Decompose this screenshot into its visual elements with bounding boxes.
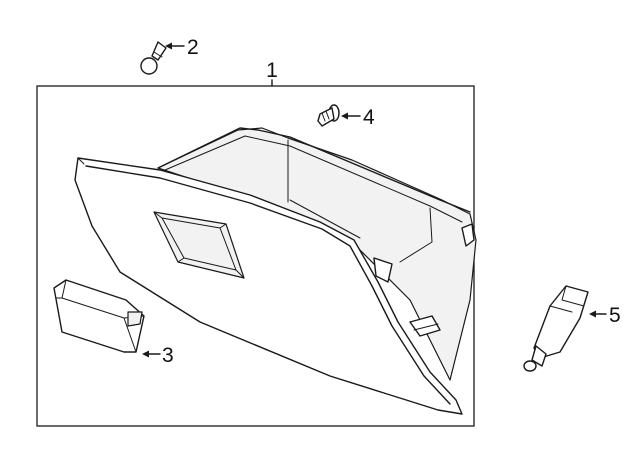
- callout-5-label: 5: [609, 304, 621, 327]
- callout-3-label: 3: [162, 344, 174, 367]
- lamp-socket-part: [523, 285, 589, 372]
- screw-part: [317, 104, 340, 127]
- bulb-part: [140, 41, 167, 75]
- callout-4-arrow: [341, 112, 348, 120]
- callout-5-arrow: [589, 310, 596, 318]
- callout-2-label: 2: [187, 36, 199, 59]
- callout-1-label: 1: [266, 59, 278, 82]
- callout-4-label: 4: [363, 106, 375, 129]
- glove-box-part: [74, 127, 477, 415]
- callout-2-arrow: [165, 42, 172, 50]
- lamp-lens-part: [53, 279, 145, 353]
- callout-3-arrow: [142, 350, 149, 358]
